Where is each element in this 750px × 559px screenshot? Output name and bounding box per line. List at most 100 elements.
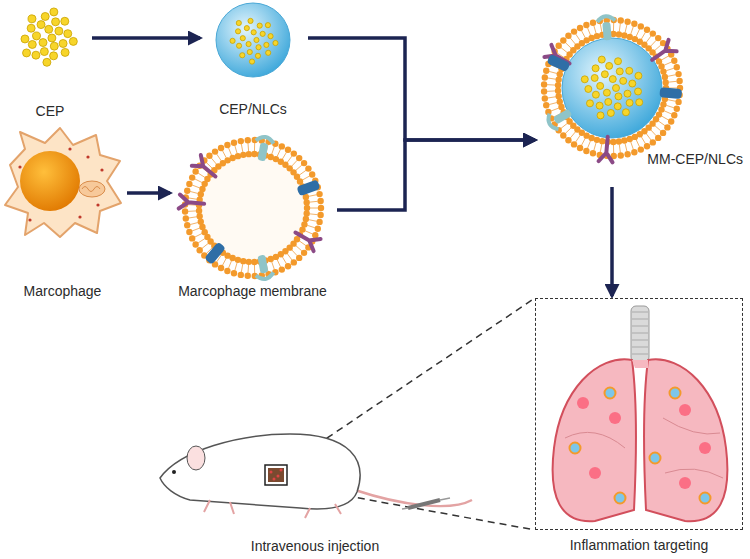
illustration (0, 125, 125, 300)
drug-dot (37, 21, 45, 29)
membrane-protein (204, 242, 226, 265)
drug-dot (260, 31, 265, 36)
drug-dot (265, 23, 270, 28)
membrane-protein (179, 195, 205, 211)
drug-dot (266, 50, 271, 55)
flow-arrow (92, 36, 200, 40)
flow-arrow (337, 140, 535, 210)
drug-dot (240, 36, 245, 41)
drug-dot (597, 82, 604, 89)
drug-dot (273, 40, 278, 45)
drug-dot (616, 68, 623, 75)
mouse (160, 434, 472, 518)
illustration (535, 298, 743, 554)
drug-dot (28, 15, 36, 23)
drug-dot (635, 72, 642, 79)
drug-dot (256, 45, 261, 50)
flow-arrow (308, 38, 535, 140)
drug-dot (41, 12, 49, 20)
drug-dot (629, 80, 636, 87)
coated-nanocarrier: MM-CEP/NLCs (535, 10, 745, 185)
node-label: CEP/NLCs (219, 100, 287, 118)
drug-dot (626, 99, 633, 106)
nucleus (20, 151, 80, 211)
membrane-protein (545, 104, 575, 132)
drug-dot (635, 88, 642, 95)
drug-dot (606, 62, 613, 69)
flow-arrow (127, 191, 170, 195)
membrane-protein (252, 136, 274, 163)
membrane-protein (192, 155, 220, 182)
membrane-protein (546, 54, 570, 72)
illustration (150, 390, 480, 555)
drug-dot (255, 53, 260, 58)
drug-dot (268, 34, 273, 39)
membrane-protein (296, 179, 320, 196)
drug-dot (585, 85, 592, 92)
membrane-protein (292, 226, 321, 251)
drug-dot (614, 103, 621, 110)
drug-dot (40, 48, 48, 56)
membrane-protein (659, 87, 682, 99)
drug-dot (27, 24, 35, 32)
drug-dot (64, 30, 72, 38)
drug-dot (236, 20, 241, 25)
drug-dot (257, 23, 262, 28)
flow-arrow (610, 187, 614, 296)
drug-dot (264, 42, 269, 47)
drug-cluster: CEP (10, 5, 90, 120)
drug-dot (586, 100, 593, 107)
drug-dot (248, 18, 253, 23)
node-label: Intravenous injection (251, 537, 379, 555)
drug-dot (21, 35, 29, 43)
drug-dot (59, 40, 67, 48)
lipid-carrier (562, 38, 662, 138)
drug-dot (50, 8, 58, 16)
nanocarrier: CEP/NLCs (200, 0, 306, 118)
membrane-vesicle: Marcophage membrane (170, 135, 335, 300)
lungs (553, 306, 728, 521)
drug-dot (592, 65, 599, 72)
organelle (79, 181, 105, 197)
drug-dot (596, 102, 603, 109)
lipid-bilayer (541, 17, 683, 159)
illustration (170, 135, 335, 300)
drug-dot (61, 48, 69, 56)
node-label: Inflammation targeting (570, 536, 709, 554)
cell-body (5, 128, 121, 237)
drug-dot (613, 85, 620, 92)
drug-dot (581, 76, 588, 83)
macrophage-cell: Marcophage (0, 125, 125, 300)
drug-dot (626, 67, 633, 74)
drug-dot (251, 30, 256, 35)
drug-dot (235, 29, 240, 34)
lung-inset: Inflammation targeting (535, 298, 743, 554)
drug-dot (603, 89, 610, 96)
drug-dot (249, 59, 254, 64)
node-label: Marcophage (24, 282, 102, 300)
drug-dot (591, 74, 598, 81)
drug-dot (592, 91, 599, 98)
drug-dot (601, 71, 608, 78)
drug-dot (598, 56, 605, 63)
drug-dot (45, 25, 53, 33)
membrane-protein (648, 40, 677, 66)
membrane-protein (599, 136, 615, 162)
drug-dot (23, 49, 31, 57)
drug-dot (69, 37, 77, 45)
illustration (10, 5, 90, 120)
drug-dot (636, 99, 643, 106)
drug-dot (247, 49, 252, 54)
drug-dot (609, 76, 616, 83)
drug-dot (605, 98, 612, 105)
drug-dot (597, 112, 604, 119)
membrane-protein (252, 254, 274, 281)
drug-dot (52, 18, 60, 26)
drug-dot (48, 34, 56, 42)
drug-dot (236, 43, 241, 48)
drug-dot (615, 93, 622, 100)
drug-dot (61, 17, 69, 25)
drug-dot (620, 77, 627, 84)
drug-dot (254, 37, 259, 42)
